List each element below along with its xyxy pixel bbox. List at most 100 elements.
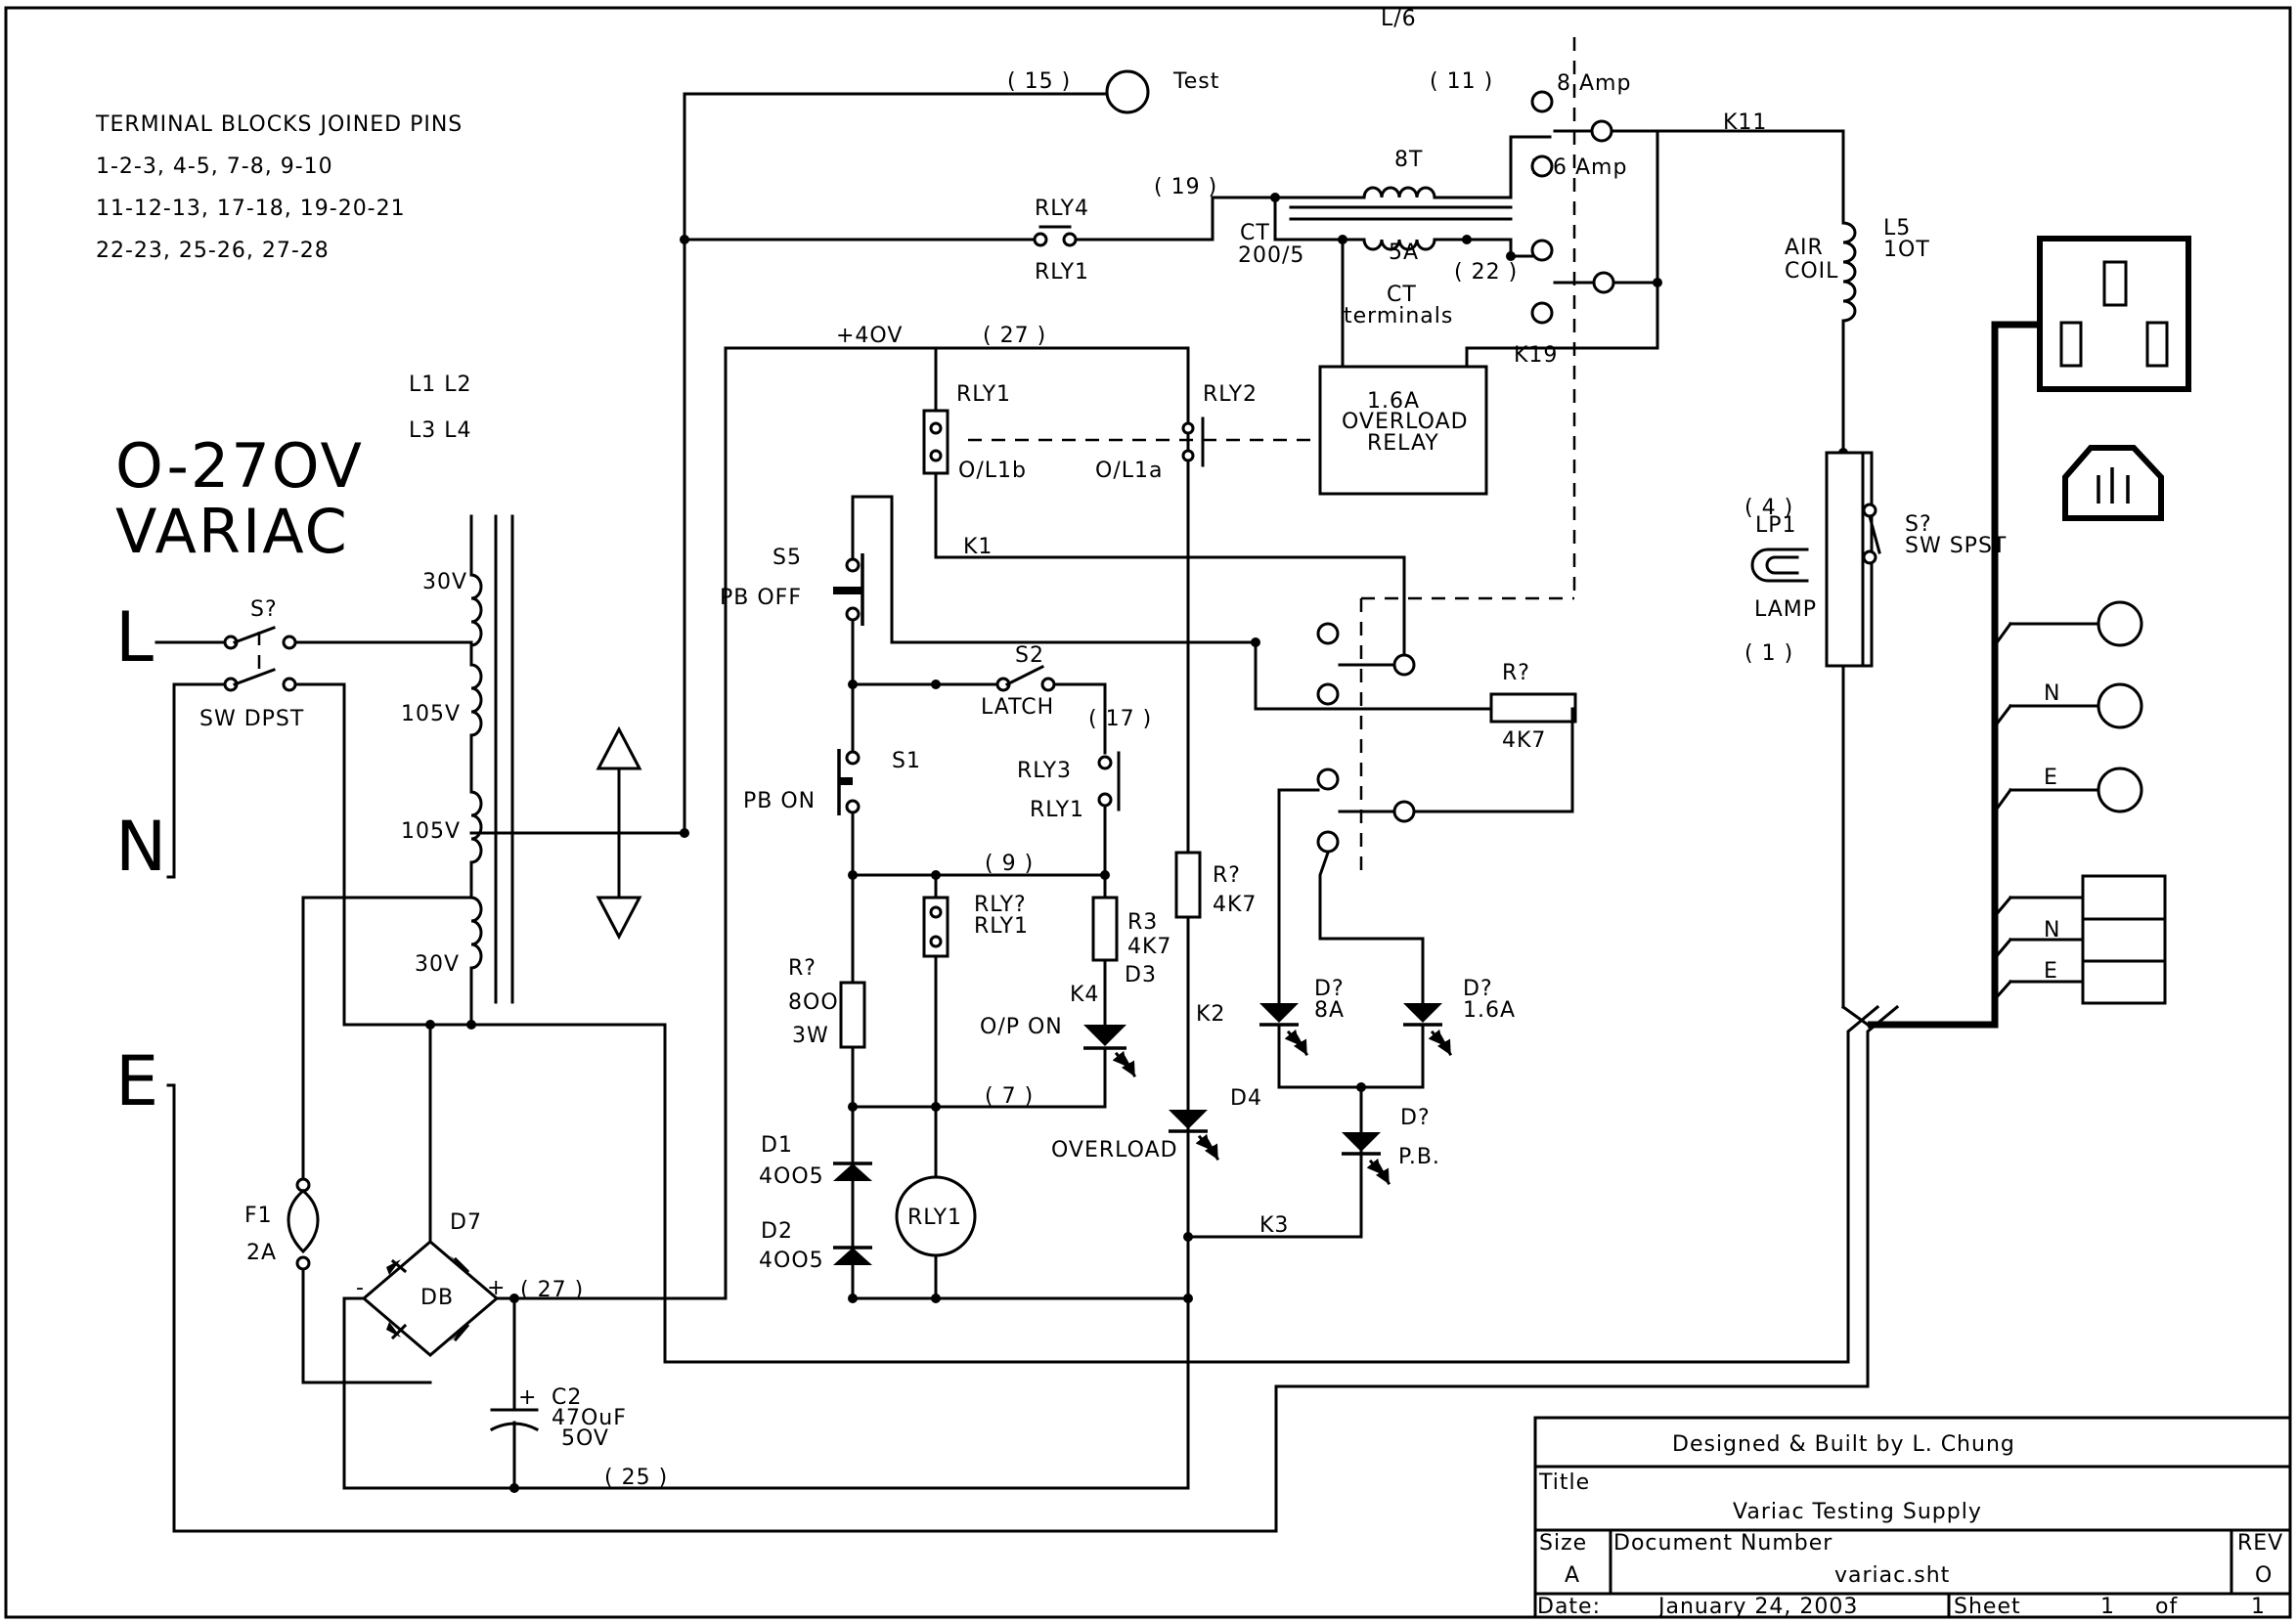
ct-label: CT — [1240, 221, 1270, 245]
size-label: Size — [1539, 1531, 1587, 1556]
d8a-value: 8A — [1314, 998, 1345, 1023]
ovl-line3: RELAY — [1367, 431, 1439, 456]
led-overload — [1169, 1110, 1220, 1162]
ct-8t-label: 8T — [1394, 148, 1423, 172]
led-1-6a — [1403, 1003, 1453, 1057]
bridge-rectifier: DB D7 - + — [356, 1210, 505, 1357]
diode-d2 — [833, 1246, 872, 1265]
title-block: Designed & Built by L. Chung Title Varia… — [1533, 1416, 2292, 1619]
designer-text: Designed & Built by L. Chung — [1672, 1432, 2015, 1457]
notes-title: TERMINAL BLOCKS JOINED PINS — [95, 112, 463, 137]
r3-label: R3 — [1127, 910, 1158, 935]
node-15: ( 15 ) — [1007, 69, 1071, 94]
ra-ref: R? — [1213, 863, 1241, 888]
rly4-label: RLY4 — [1035, 197, 1089, 221]
output-post-n — [2097, 682, 2143, 729]
c2-ref: C2 — [552, 1385, 582, 1410]
latch-label: LATCH — [981, 695, 1054, 720]
sheet-label: Sheet — [1954, 1595, 2021, 1619]
node-22: ( 22 ) — [1454, 260, 1518, 285]
s5-pb-off: S5 PB OFF — [720, 546, 864, 626]
resistor-4k7-b — [1489, 692, 1577, 724]
r800-value: 8OO — [788, 990, 839, 1015]
rly1-contact-ref: RLY1 — [956, 382, 1011, 407]
variac-title-line-2: VARIAC — [115, 496, 349, 567]
lp1-label: LP1 — [1755, 513, 1797, 538]
node-17: ( 17 ) — [1088, 707, 1152, 731]
s1-label: S1 — [892, 749, 921, 773]
tap-30v-bottom: 30V — [415, 952, 460, 977]
pb-off-label: PB OFF — [720, 586, 802, 610]
ol1a-label: O/L1a — [1095, 459, 1163, 483]
output-post-e — [2097, 767, 2143, 813]
pb-on-label: PB ON — [743, 789, 816, 813]
f1-value: 2A — [246, 1241, 277, 1265]
fuse-f1: F1 2A — [244, 1177, 432, 1384]
k4-label: K4 — [1070, 983, 1099, 1007]
notes-line-1: 1-2-3, 4-5, 7-8, 9-10 — [96, 154, 333, 179]
ct-terminals-1: CT — [1387, 283, 1417, 307]
led-d3 — [1083, 1025, 1137, 1078]
test-label: Test — [1172, 69, 1219, 94]
bridge-minus: - — [356, 1276, 365, 1300]
bridge-label: DB — [420, 1286, 454, 1310]
of-label: of — [2155, 1595, 2178, 1619]
sheet-value: 1 — [2100, 1595, 2115, 1619]
c2-plus: + — [518, 1385, 537, 1410]
node-9: ( 9 ) — [985, 852, 1034, 876]
lamp-label: LAMP — [1754, 597, 1817, 622]
l5-value: 1OT — [1883, 238, 1930, 262]
d16a-ref: D? — [1463, 977, 1493, 1001]
mains-line-label: L — [115, 597, 156, 678]
rly1-contact-label: RLY1 — [1035, 260, 1089, 285]
lp1-node-1: ( 1 ) — [1744, 641, 1793, 666]
coil-label-l1-l2: L1 L2 — [409, 373, 472, 397]
ct-terminals-2: terminals — [1344, 304, 1453, 329]
overload-relay — [1318, 365, 1488, 496]
node-27-rail: ( 27 ) — [983, 324, 1046, 348]
l5-label: L5 — [1883, 216, 1911, 241]
rly1-latch-label: RLY1 — [1030, 798, 1084, 822]
of-value: 1 — [2251, 1595, 2266, 1619]
ra-value: 4K7 — [1213, 893, 1257, 917]
dpb-value: P.B. — [1398, 1145, 1440, 1169]
date-value: January 24, 2003 — [1656, 1595, 1858, 1619]
node-25: ( 25 ) — [604, 1466, 668, 1490]
output-post-1 — [2097, 600, 2143, 647]
op-on-label: O/P ON — [980, 1015, 1063, 1039]
capacitor-c2: + C2 47OuF 5OV — [489, 1296, 627, 1490]
s5-label: S5 — [773, 546, 802, 570]
led-8a — [1259, 1003, 1309, 1057]
current-transformer: 8T 5A CT 200/5 CT terminals — [1238, 135, 1552, 329]
sw-dpst-type: SW DPST — [199, 707, 304, 731]
resistor-800 — [839, 981, 866, 1049]
ct-ratio: 200/5 — [1238, 243, 1304, 268]
overload-label: OVERLOAD — [1051, 1138, 1178, 1162]
test-terminal — [1105, 69, 1150, 114]
out-e-label: E — [2044, 766, 2058, 790]
k19-label: K19 — [1514, 343, 1558, 368]
node-11: ( 11 ) — [1430, 69, 1493, 94]
c2-voltage: 5OV — [561, 1426, 609, 1451]
tap-30v-top: 30V — [422, 570, 467, 594]
d7-label: D7 — [450, 1210, 482, 1235]
d3-label: D3 — [1125, 963, 1157, 987]
d1-label: D1 — [761, 1133, 793, 1158]
diode-d1 — [833, 1162, 872, 1181]
rly1-aux-label: RLY1 — [974, 914, 1029, 939]
lp1-node-4: ( 4 ) — [1744, 496, 1793, 520]
docnum-value: variac.sht — [1834, 1563, 1950, 1588]
mains-earth-label: E — [115, 1041, 161, 1121]
terminal-notes: TERMINAL BLOCKS JOINED PINS 1-2-3, 4-5, … — [95, 112, 463, 263]
rly1-coil-label: RLY1 — [907, 1206, 962, 1230]
f1-ref: F1 — [244, 1204, 273, 1228]
rlyq-label: RLY? — [974, 893, 1027, 917]
resistor-4k7-a — [1174, 851, 1202, 919]
k1-label: K1 — [963, 535, 993, 559]
rly2-contact-ref: RLY2 — [1203, 382, 1258, 407]
c2-value: 47OuF — [552, 1406, 627, 1430]
tap-105v-1: 105V — [401, 702, 461, 726]
k3-label: K3 — [1259, 1213, 1289, 1238]
output-terminal-block — [1992, 874, 2167, 1005]
ol1b-label: O/L1b — [958, 459, 1027, 483]
